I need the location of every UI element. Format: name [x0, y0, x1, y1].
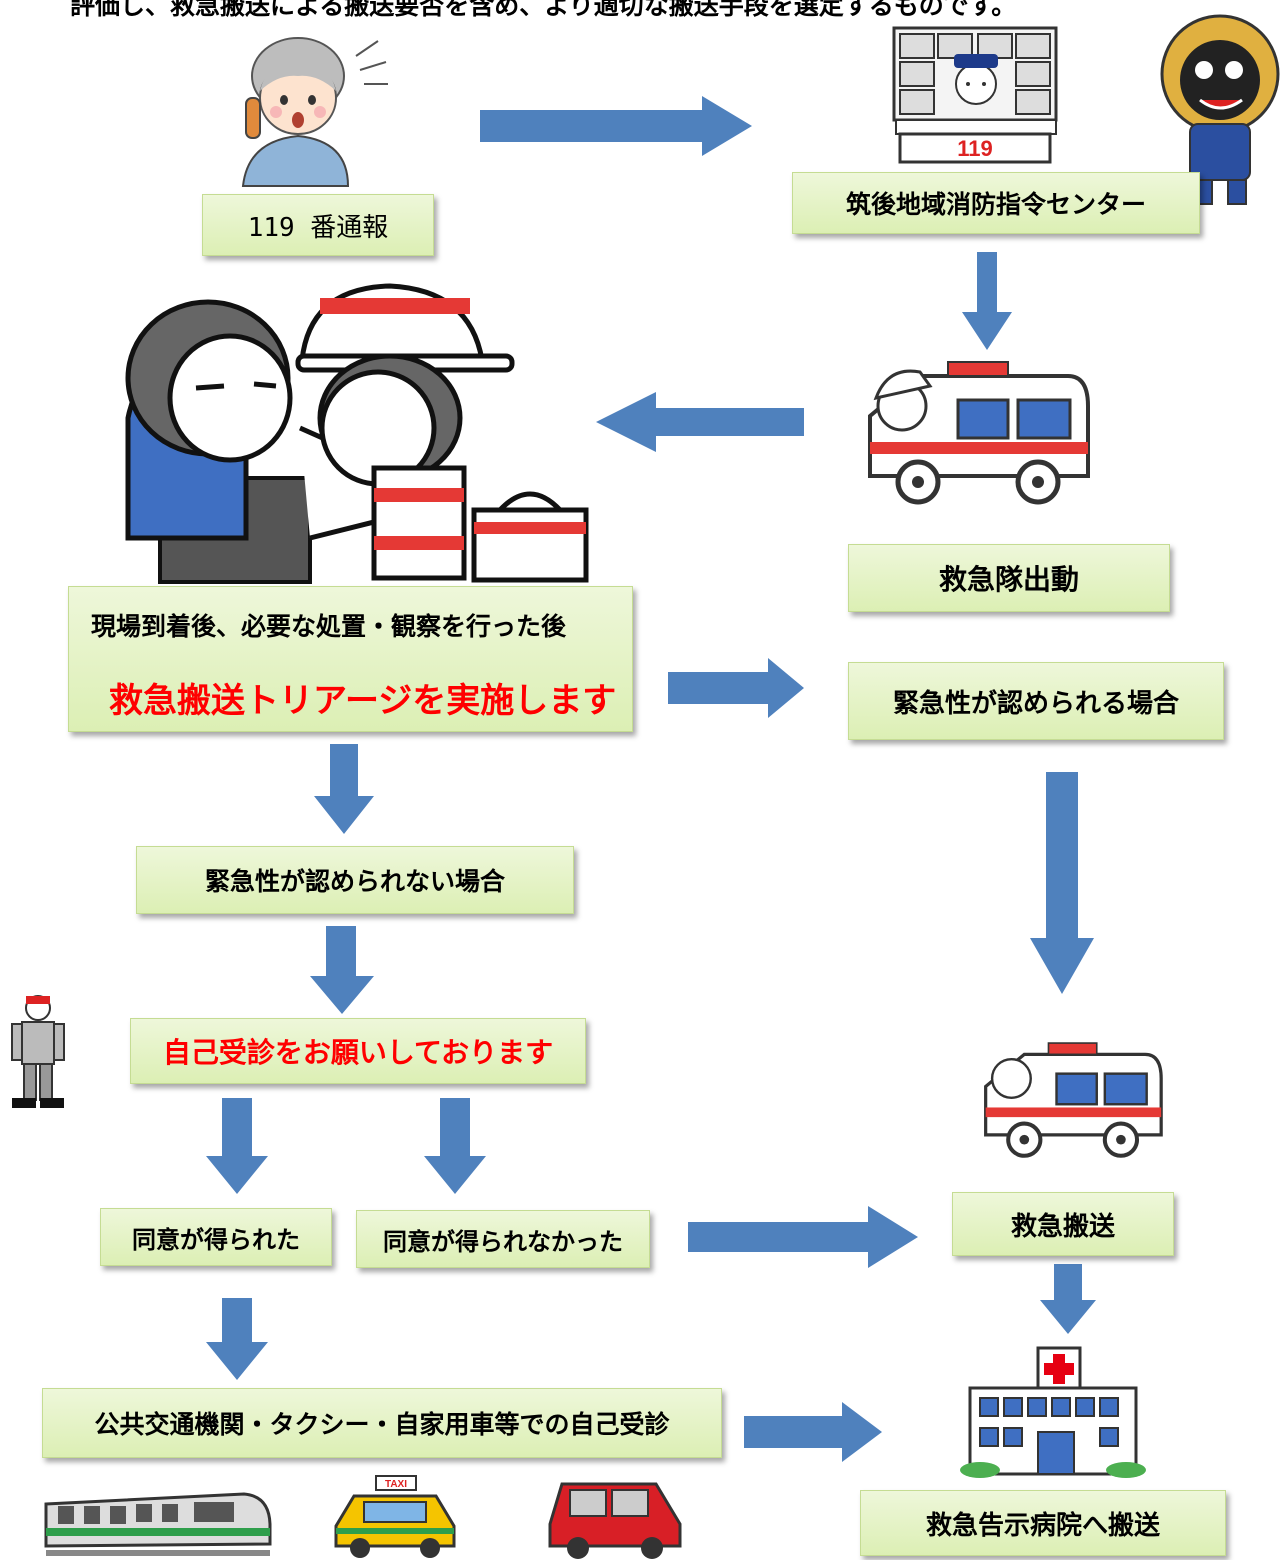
hospital-illustration	[960, 1346, 1146, 1478]
arrow-dispatch-to-scene	[596, 392, 804, 452]
arrow-center-to-dispatch	[962, 252, 1012, 350]
caller-illustration	[241, 37, 388, 187]
command-center-illustration: 119	[892, 26, 1058, 164]
node-dispatch: 救急隊出動	[848, 544, 1170, 612]
guard-illustration	[11, 995, 65, 1108]
intro-text: 評価し、救急搬送による搬送要否を含め、より適切な搬送手段を選定するものです。	[70, 0, 1017, 20]
node-consent-yes: 同意が得られた	[100, 1208, 332, 1266]
arrow-to-consent-no	[424, 1098, 486, 1194]
car-illustration	[548, 1482, 682, 1559]
arrow-call-to-center	[480, 96, 752, 156]
ambulance-transport-illustration	[984, 1042, 1163, 1158]
ambulance-dispatch-illustration	[868, 361, 1090, 505]
control-room-sign: 119	[957, 136, 993, 161]
node-self-visit-request: 自己受診をお願いしております	[130, 1018, 586, 1084]
arrow-to-consent-yes	[206, 1098, 268, 1194]
node-not-urgent: 緊急性が認められない場合	[136, 846, 574, 914]
node-call-119: 119 番通報	[202, 194, 434, 256]
arrow-not-urgent-to-self-visit	[310, 926, 374, 1014]
arrow-urgent-to-transport	[1030, 772, 1094, 994]
arrow-self-transport-to-hospital	[744, 1402, 882, 1462]
arrow-consent-no-to-transport	[688, 1206, 918, 1268]
node-command-center: 筑後地域消防指令センター	[792, 172, 1200, 234]
paramedic-scene-illustration	[125, 283, 589, 584]
arrow-triage-to-not-urgent	[314, 744, 374, 834]
arrow-transport-to-hospital	[1040, 1264, 1096, 1334]
taxi-sign: TAXI	[385, 1479, 407, 1490]
taxi-illustration: TAXI	[334, 1475, 456, 1558]
node-self-visit-transport: 公共交通機関・タクシー・自家用車等での自己受診	[42, 1388, 722, 1458]
node-hospital-transport: 救急告示病院へ搬送	[860, 1490, 1226, 1556]
triage-line-2: 救急搬送トリアージを実施します	[109, 681, 617, 721]
node-urgent: 緊急性が認められる場合	[848, 662, 1224, 740]
arrow-triage-to-urgent	[668, 658, 804, 718]
arrow-consent-yes-to-self-transport	[206, 1298, 268, 1380]
train-illustration	[44, 1492, 272, 1556]
node-emergency-transport: 救急搬送	[952, 1192, 1174, 1256]
triage-line-1: 現場到着後、必要な処置・観察を行った後	[91, 612, 567, 641]
node-triage: 現場到着後、必要な処置・観察を行った後 救急搬送トリアージを実施します	[68, 586, 633, 732]
node-consent-no: 同意が得られなかった	[356, 1210, 650, 1268]
